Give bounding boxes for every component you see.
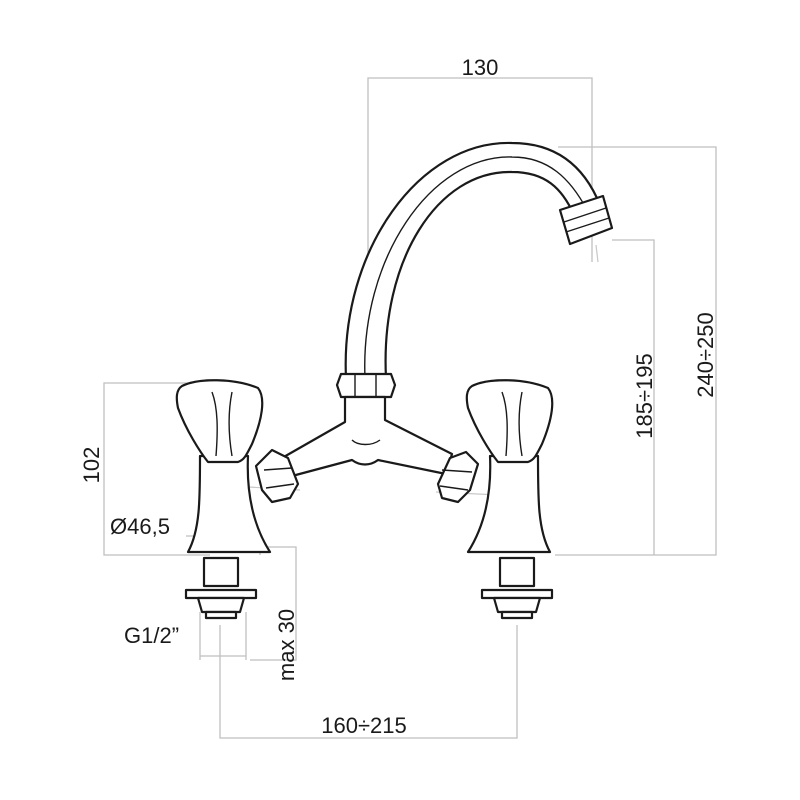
dim-diameter-label: Ø46,5 <box>110 514 170 539</box>
dim-thread-label: G1/2” <box>124 623 179 648</box>
dim-102-label: 102 <box>79 447 104 484</box>
spout <box>335 141 614 399</box>
bridge-body <box>254 395 480 504</box>
dimension-lines <box>103 77 717 739</box>
dim-185-195-label: 185÷195 <box>632 353 657 439</box>
dim-160-215-label: 160÷215 <box>321 713 407 738</box>
dim-max30-label: max 30 <box>274 609 299 681</box>
right-tap <box>465 379 554 620</box>
left-tap <box>175 379 272 620</box>
dim-130-label: 130 <box>462 55 499 80</box>
dim-240-250-label: 240÷250 <box>693 312 718 398</box>
